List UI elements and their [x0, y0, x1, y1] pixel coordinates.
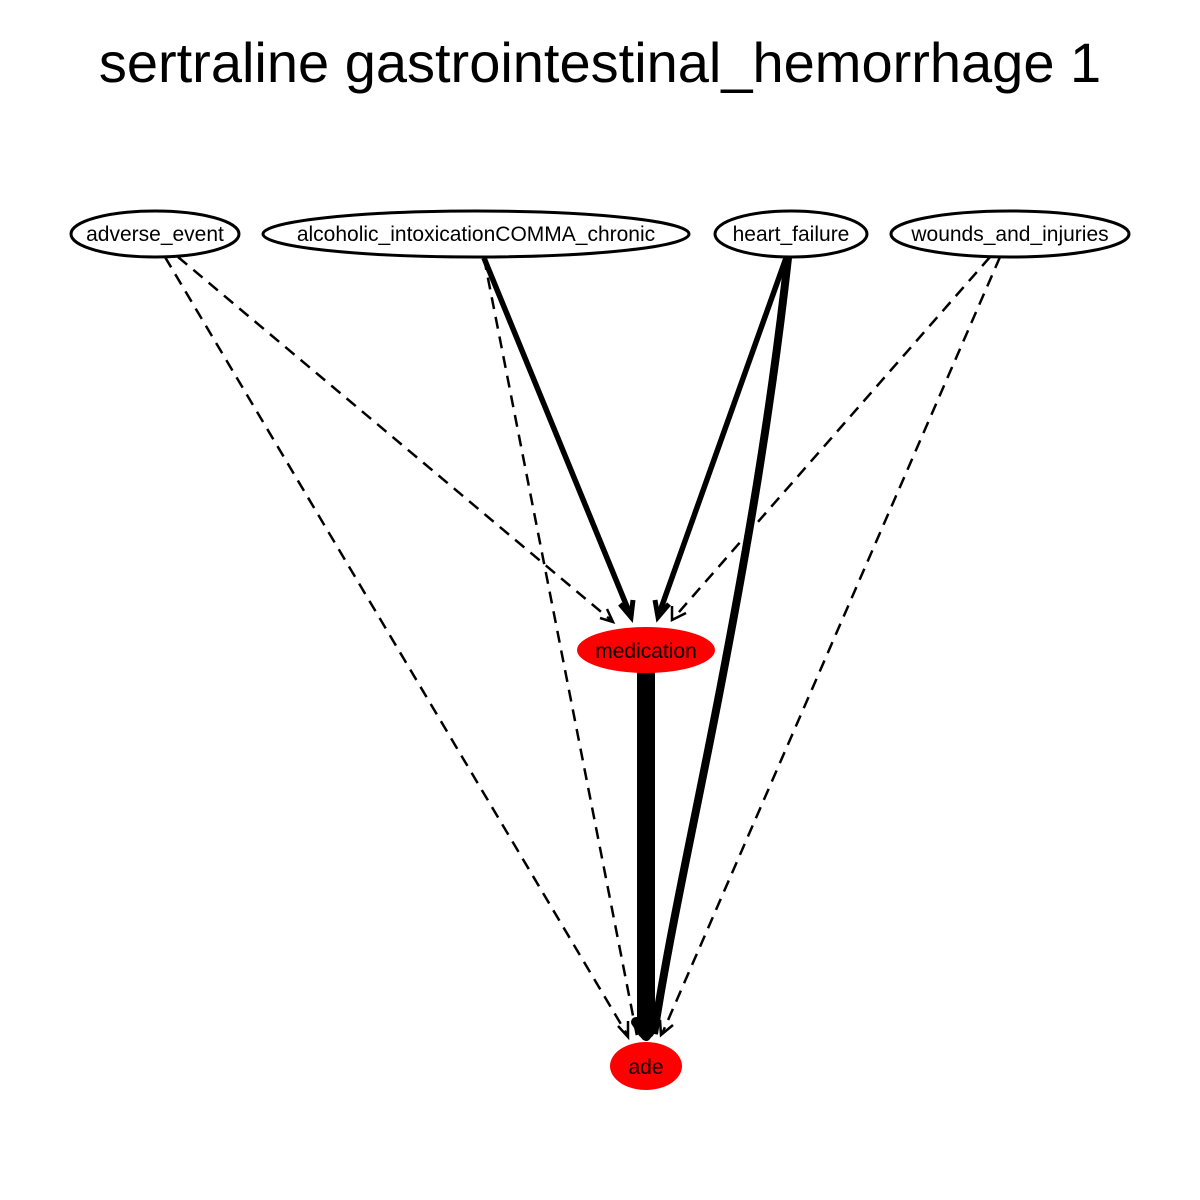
- node-label-adverse-event: adverse_event: [86, 223, 224, 246]
- edge-heart-failure-to-ade: [650, 257, 792, 1035]
- edge-alcoholic-to-medication: [481, 256, 633, 616]
- node-label-medication: medication: [595, 640, 697, 663]
- node-label-ade: ade: [628, 1056, 663, 1079]
- diagram-title: sertraline gastrointestinal_hemorrhage 1: [98, 31, 1102, 94]
- arrowhead-adverse-event-to-ade: [617, 1021, 630, 1041]
- edge-alcoholic-to-ade: [482, 257, 639, 1037]
- edges: [163, 256, 1002, 1041]
- arrowhead-adverse-event-to-medication: [599, 608, 616, 625]
- arrowhead-alcoholic-to-medication: [618, 599, 636, 624]
- edge-adverse-event-to-ade: [163, 256, 630, 1037]
- node-alcoholic-intoxication: alcoholic_intoxicationCOMMA_chronic: [261, 209, 691, 259]
- arrowhead-heart-failure-to-medication: [652, 599, 671, 623]
- node-adverse-event: adverse_event: [69, 209, 241, 259]
- arrowhead-wounds-to-medication: [670, 606, 687, 623]
- node-heart-failure: heart_failure: [713, 209, 869, 259]
- edge-wounds-to-ade: [660, 256, 1002, 1035]
- edge-heart-failure-to-medication: [656, 257, 789, 615]
- arrowhead-wounds-to-ade: [658, 1019, 674, 1038]
- edge-adverse-event-to-medication: [177, 256, 613, 622]
- node-label-alcoholic-intoxication: alcoholic_intoxicationCOMMA_chronic: [297, 223, 655, 246]
- edge-wounds-to-medication: [671, 256, 991, 621]
- node-ade: ade: [610, 1042, 682, 1090]
- node-label-heart-failure: heart_failure: [733, 223, 850, 246]
- node-label-wounds-and-injuries: wounds_and_injuries: [910, 223, 1108, 246]
- node-wounds-and-injuries: wounds_and_injuries: [889, 209, 1131, 259]
- node-medication: medication: [577, 627, 715, 673]
- arrowhead-medication-to-ade: [631, 1017, 661, 1041]
